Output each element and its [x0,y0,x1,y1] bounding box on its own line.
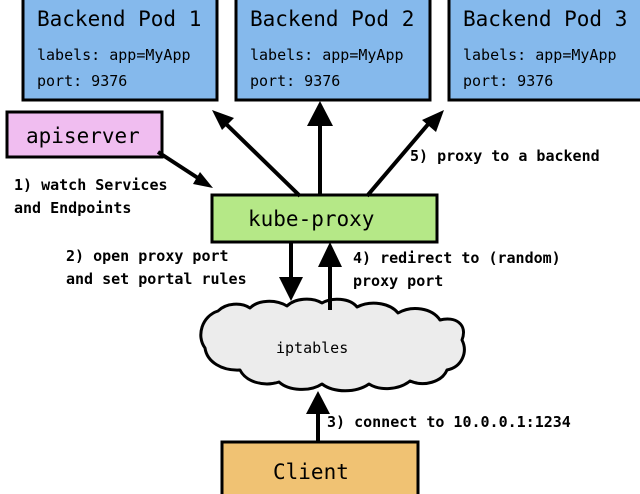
step-5-label: 5) proxy to a backend [410,147,600,165]
step-2-line-2: and set portal rules [66,270,247,288]
kube-proxy-node[interactable]: kube-proxy [210,193,439,244]
arrow-kube-proxy-to-iptables [279,242,303,301]
client-node[interactable]: Client [220,440,420,494]
arrowhead-apiserver [193,172,213,188]
arrowhead-kube-proxy-up [318,242,342,267]
kube-proxy-box[interactable] [210,193,439,244]
iptables-cloud-shape[interactable] [199,297,466,393]
apiserver-label: apiserver [26,124,140,148]
backend-pod-3-port: port: 9376 [463,72,553,90]
backend-pod-3-box[interactable] [447,0,640,102]
step-4-line-1: 4) redirect to (random) [353,249,561,267]
arrow-kube-proxy-to-pod-2 [307,101,333,196]
step-2-line-1: 2) open proxy port [66,247,229,265]
backend-pod-2-port: port: 9376 [250,72,340,90]
kube-proxy-label: kube-proxy [248,207,374,231]
backend-pod-2-box[interactable] [234,0,432,102]
arrowhead-pod-1 [212,110,234,130]
step-1-line-1: 1) watch Services [14,176,168,194]
step-1-label: 1) watch Services and Endpoints [14,176,168,217]
backend-pod-1-node[interactable]: Backend Pod 1 labels: app=MyApp port: 93… [21,0,219,102]
step-4-label: 4) redirect to (random) proxy port [353,249,561,290]
backend-pod-3-node[interactable]: Backend Pod 3 labels: app=MyApp port: 93… [447,0,640,102]
client-box[interactable] [220,440,420,494]
arrow-client-to-iptables [306,391,330,442]
arrow-kube-proxy-to-pod-3 [365,110,444,198]
arrowhead-iptables-up [306,391,330,414]
arrowhead-pod-2 [307,101,333,126]
arrow-apiserver-to-kube-proxy [156,150,213,188]
apiserver-node[interactable]: apiserver [5,110,164,159]
apiserver-box[interactable] [5,110,164,159]
client-label: Client [273,460,349,484]
step-4-line-2: proxy port [353,272,443,290]
arrowhead-pod-3 [422,110,444,132]
arrow-kube-proxy-to-pod-1 [212,110,302,198]
backend-pod-2-labels: labels: app=MyApp [250,46,404,64]
arrow-iptables-to-kube-proxy [318,242,342,310]
backend-pod-2-node[interactable]: Backend Pod 2 labels: app=MyApp port: 93… [234,0,432,102]
iptables-label: iptables [276,339,348,357]
backend-pod-1-port: port: 9376 [37,72,127,90]
arrowhead-iptables-down [279,277,303,301]
step-3-label: 3) connect to 10.0.0.1:1234 [327,413,571,431]
backend-pod-2-title: Backend Pod 2 [250,7,414,31]
step-3-line-1: 3) connect to 10.0.0.1:1234 [327,413,571,431]
backend-pod-3-labels: labels: app=MyApp [463,46,617,64]
backend-pod-1-labels: labels: app=MyApp [37,46,191,64]
backend-pod-3-title: Backend Pod 3 [463,7,627,31]
backend-pod-1-title: Backend Pod 1 [37,7,201,31]
iptables-node[interactable]: iptables [199,297,466,393]
backend-pod-1-box[interactable] [21,0,219,102]
step-5-line-1: 5) proxy to a backend [410,147,600,165]
step-1-line-2: and Endpoints [14,199,131,217]
step-2-label: 2) open proxy port and set portal rules [66,247,247,288]
